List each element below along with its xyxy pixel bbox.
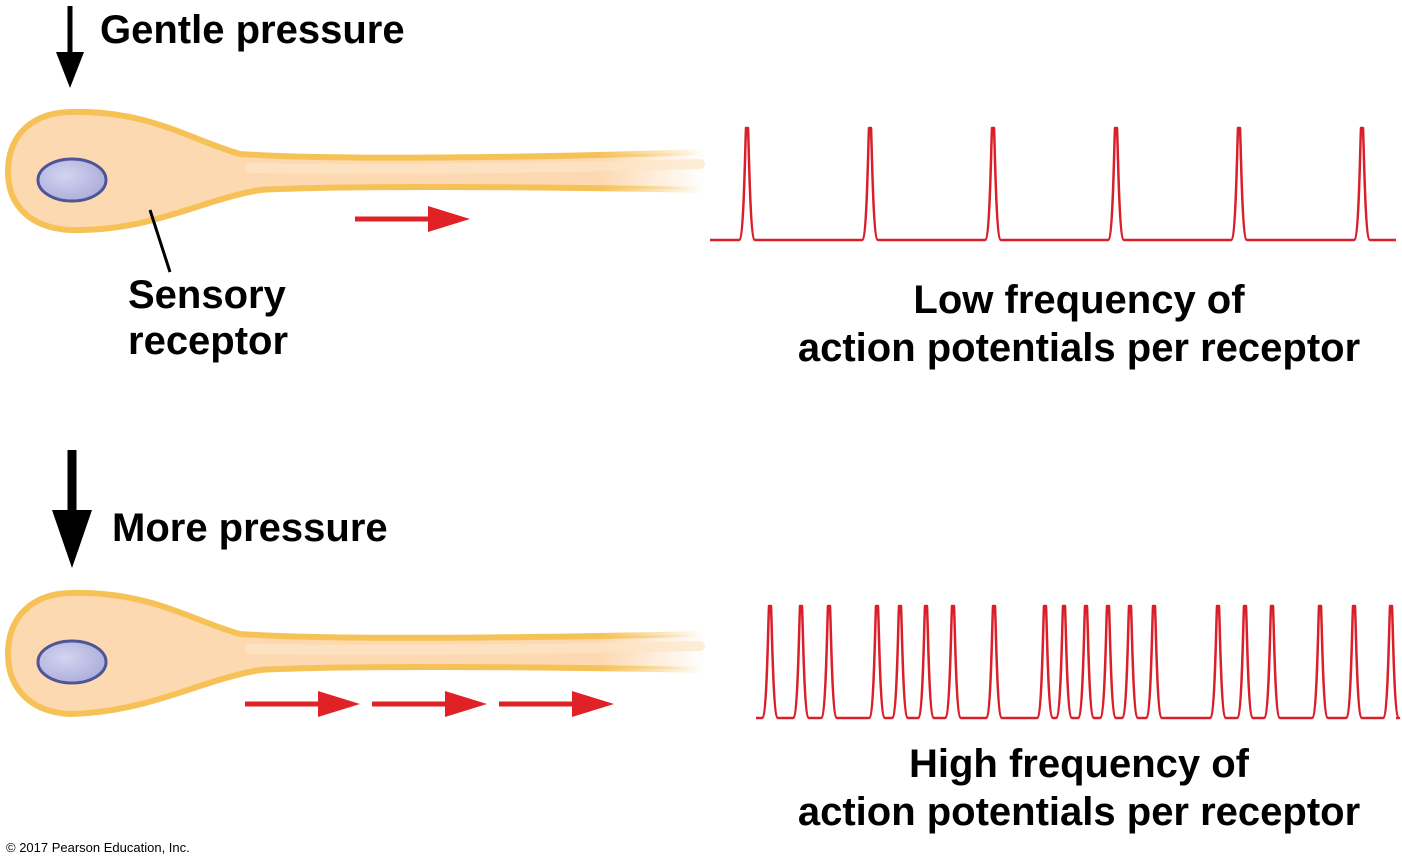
low-frequency-label-line2: action potentials per receptor xyxy=(797,326,1361,370)
sensory-receptor-neuron-bottom xyxy=(4,589,707,718)
nucleus-bottom xyxy=(36,639,108,685)
sensory-receptor-neuron-top xyxy=(4,108,707,234)
gentle-pressure-arrow-icon xyxy=(56,6,84,88)
membrane-potential-trace xyxy=(710,126,1396,242)
low-frequency-spike-train xyxy=(710,126,1396,242)
gentle-pressure-label: Gentle pressure xyxy=(100,8,405,52)
copyright-notice: © 2017 Pearson Education, Inc. xyxy=(6,840,190,855)
receptor-pointer-line xyxy=(148,209,172,273)
membrane-potential-trace xyxy=(756,604,1401,720)
more-pressure-arrow-icon xyxy=(52,450,92,568)
nucleus-top xyxy=(36,157,108,203)
high-frequency-spike-train xyxy=(756,604,1401,720)
low-frequency-label-line1: Low frequency of xyxy=(913,278,1245,322)
high-frequency-label-line2: action potentials per receptor xyxy=(797,790,1361,834)
signal-arrow-icon xyxy=(372,691,487,717)
low-frequency-label: Low frequency of action potentials per r… xyxy=(770,276,1388,372)
signal-arrow-icon xyxy=(355,206,470,232)
more-pressure-label: More pressure xyxy=(112,506,388,550)
signal-arrow-icon xyxy=(499,691,614,717)
high-frequency-label: High frequency of action potentials per … xyxy=(770,740,1388,836)
high-frequency-label-line1: High frequency of xyxy=(908,742,1250,786)
sensory-receptor-label: Sensory receptor xyxy=(128,272,288,364)
sensory-receptor-label-line2: receptor xyxy=(128,319,289,363)
signal-arrow-icon xyxy=(245,691,360,717)
sensory-receptor-label-line1: Sensory xyxy=(128,273,286,317)
